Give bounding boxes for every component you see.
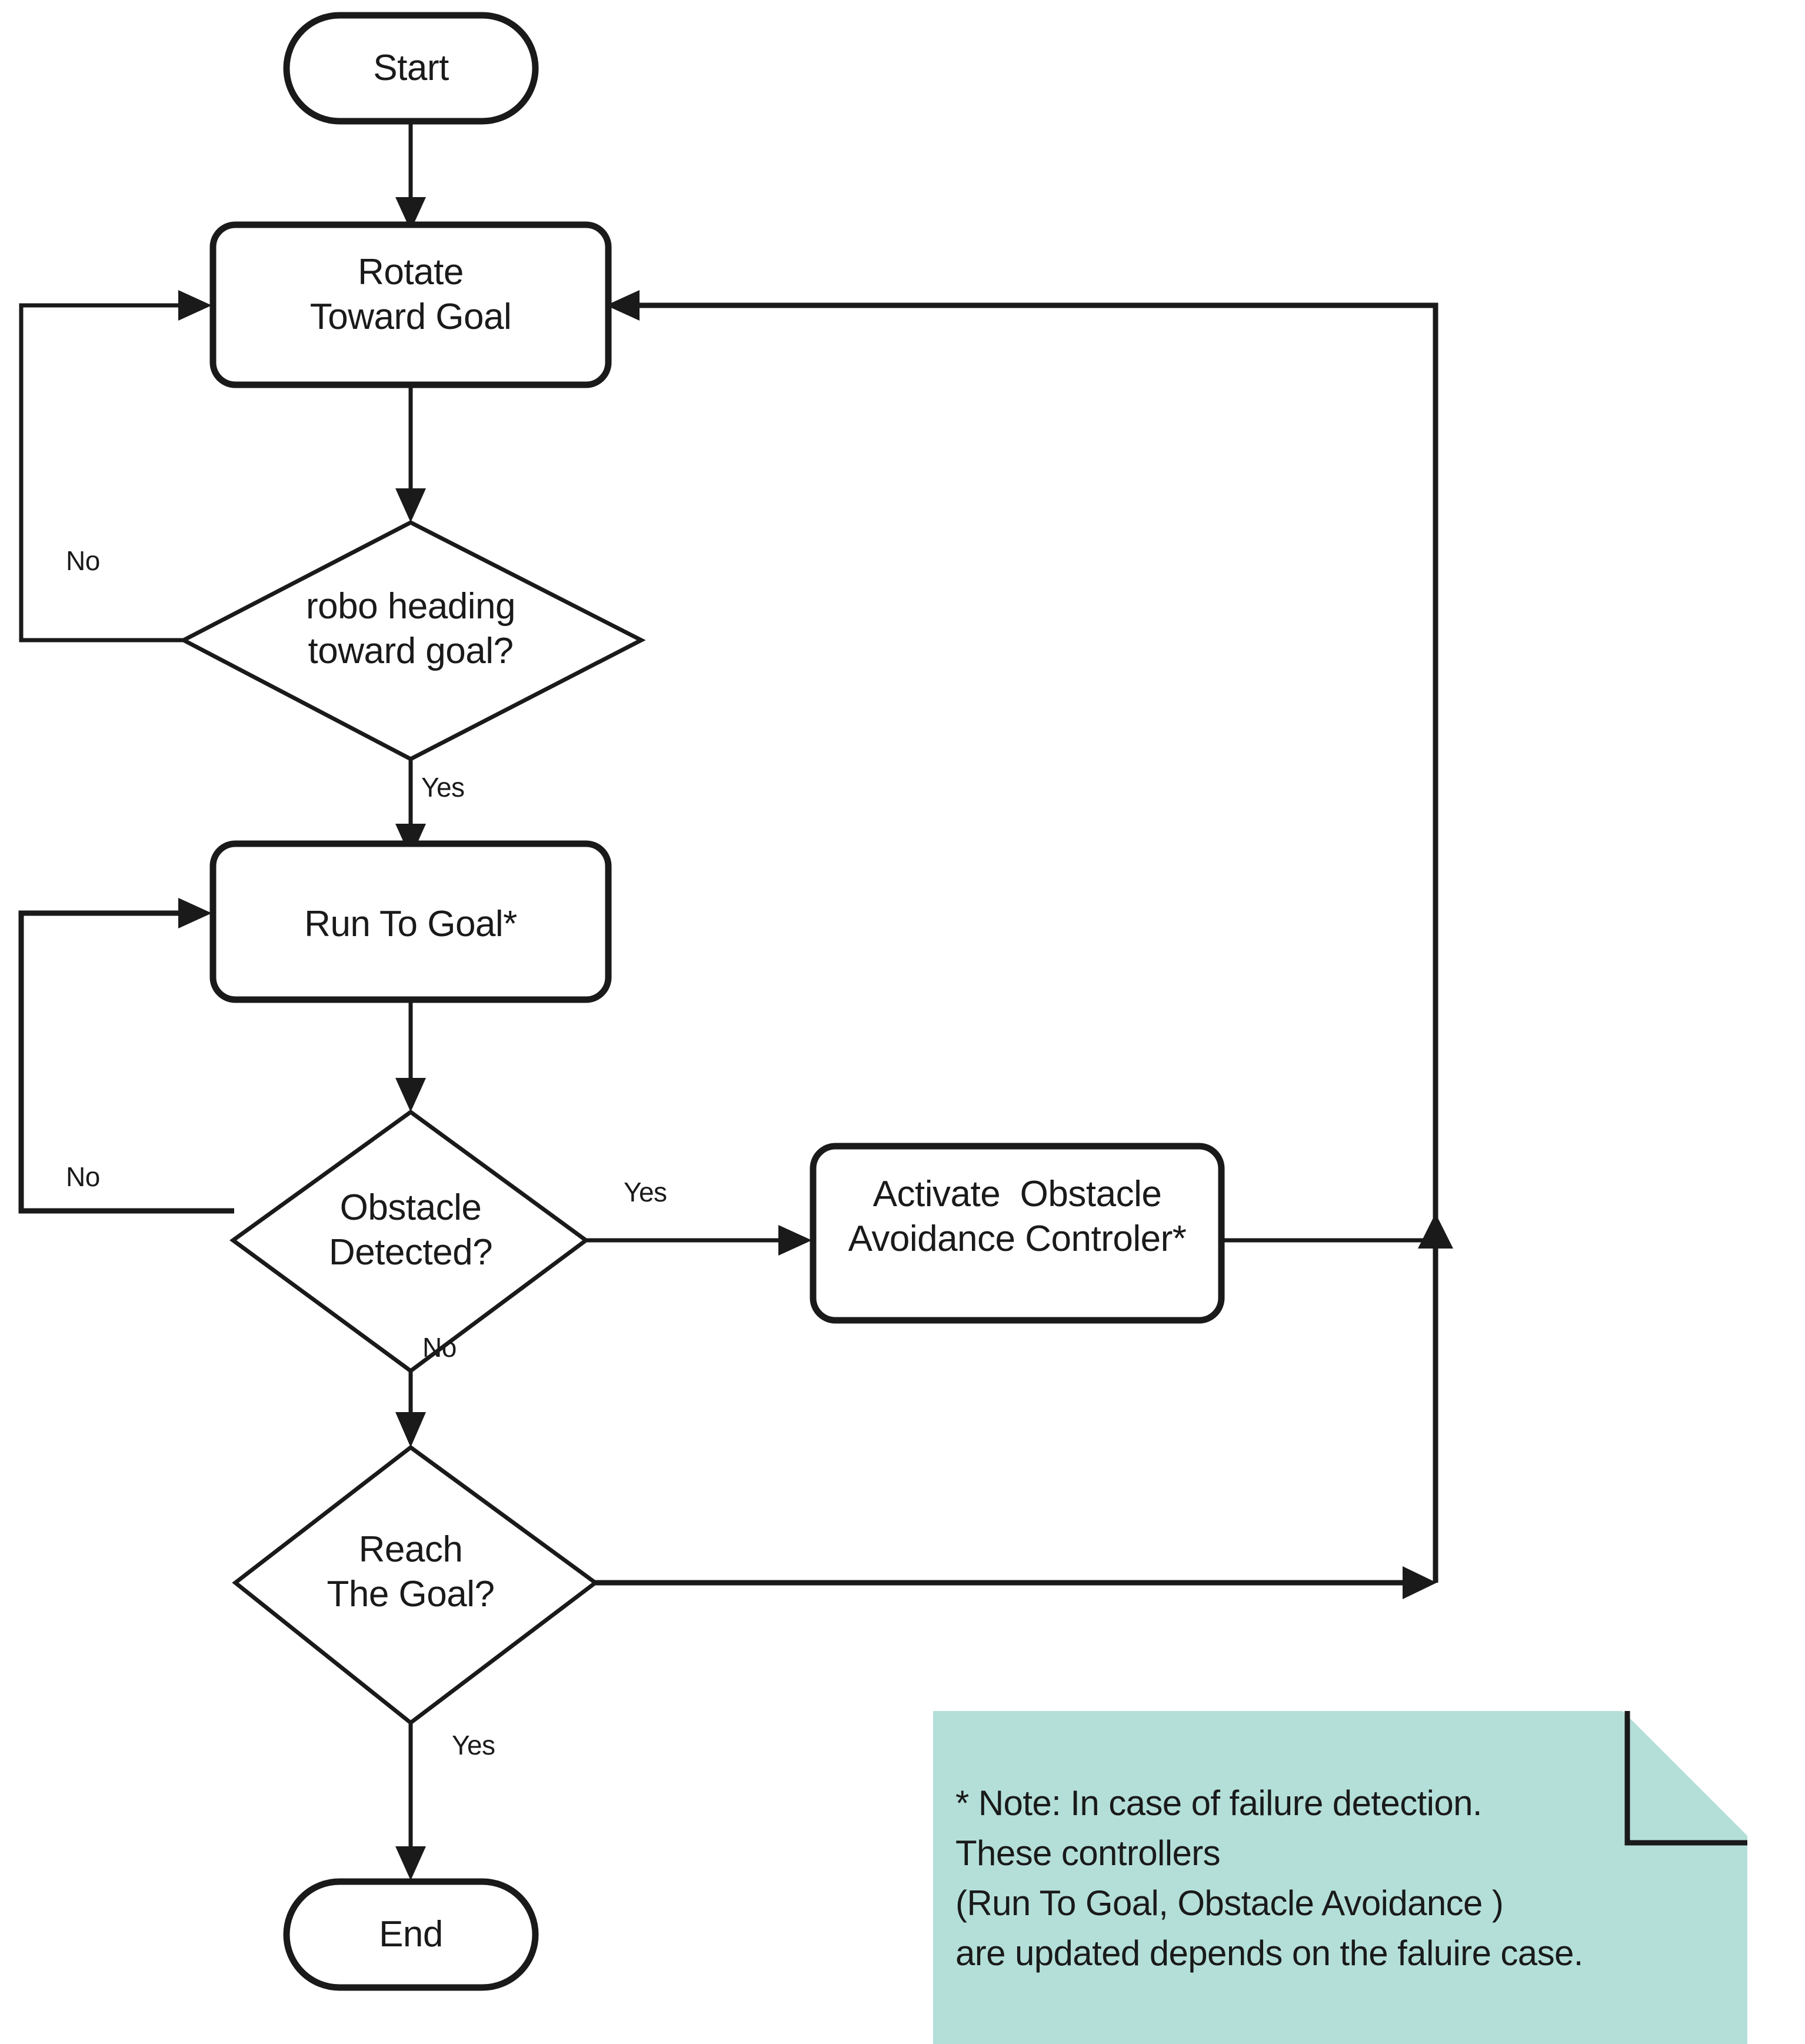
edge-right-trunk [606,290,1438,1583]
edge-label-heading-yes: Yes [421,772,465,803]
edge-reach-yes-to-end [395,1724,426,1880]
node-rotate-label: Rotate Toward Goal [309,252,512,337]
node-heading-diamond-shape[interactable] [179,520,646,761]
node-end-label: End [379,1914,443,1955]
note-shape [933,1711,1747,2044]
edge-start-to-rotate [395,121,426,231]
node-obstacle-diamond-shape[interactable] [229,1109,590,1374]
note-text-line-3: (Run To Goal, Obstacle Avoidance ) [955,1883,1504,1923]
edge-activate-to-trunk [1221,1213,1453,1249]
edge-label-obstacle-no-down: No [422,1332,457,1363]
edge-label-heading-no: No [66,545,100,576]
node-reach-diamond-shape[interactable] [232,1444,599,1726]
edge-run-to-obstacle [395,999,426,1112]
note-text-line-4: are updated depends on the faluire case. [955,1933,1583,1973]
node-activate-label: Activate Obstacle Avoidance Controler* [848,1174,1187,1259]
note-text-line-2: These controllers [955,1833,1221,1873]
edge-obstacle-yes [584,1225,812,1256]
note-text-line-1: * Note: In case of failure detection. [955,1783,1483,1823]
node-reach-label: Reach The Goal? [327,1529,495,1614]
node-run-shape[interactable] [209,840,612,1003]
edge-obstacle-no-loop [18,898,234,1214]
edge-label-obstacle-no-left: No [66,1161,100,1192]
edge-heading-no-loop [19,290,212,643]
edge-reach-no-right [594,1566,1437,1599]
node-start-shape[interactable] [283,12,539,125]
node-rotate-shape[interactable] [209,221,612,388]
edge-label-obstacle-yes: Yes [624,1177,667,1207]
edge-rotate-to-heading [395,385,426,522]
node-start-label: Start [373,48,449,88]
node-heading-label: robo heading toward goal? [306,586,515,671]
node-obstacle-label: Obstacle Detected? [328,1187,493,1273]
node-activate-shape[interactable] [810,1143,1225,1324]
node-run-label: Run To Goal* [304,904,517,944]
node-end-shape[interactable] [283,1878,539,1991]
edge-label-reach-yes: Yes [452,1730,495,1760]
